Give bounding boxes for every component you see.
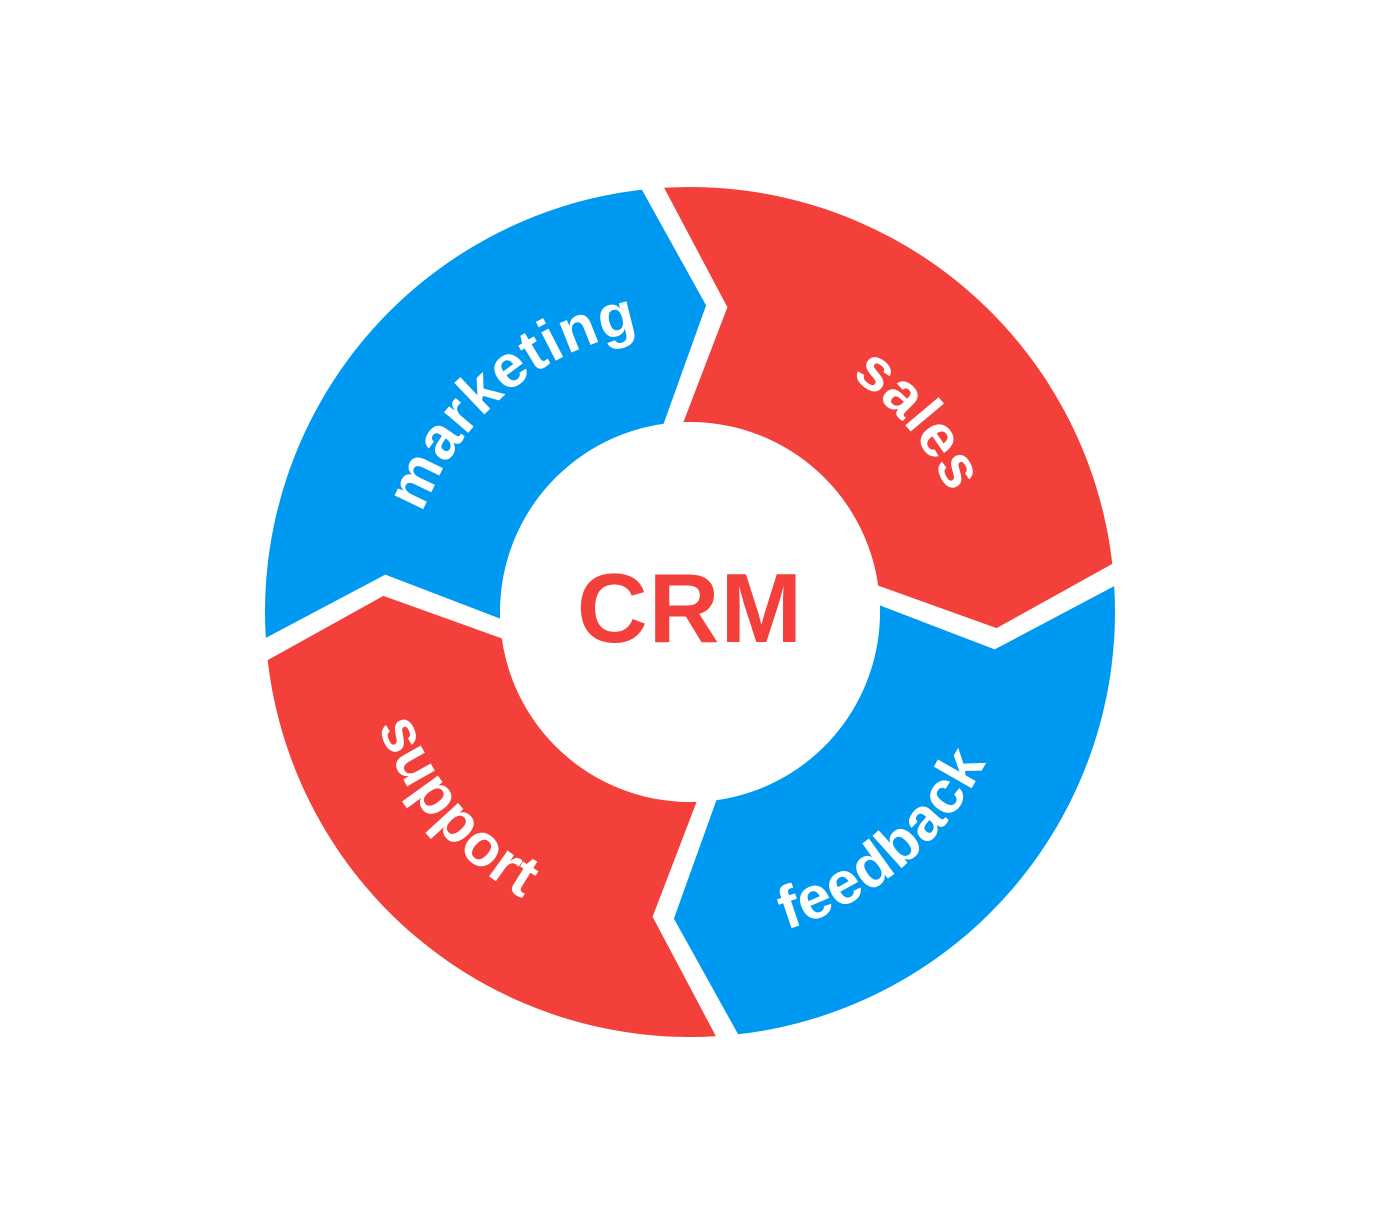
segment-arrow-marketing (265, 189, 707, 638)
center-label: CRM (576, 553, 804, 664)
segment-arrow-feedback (673, 586, 1115, 1035)
segment-arrow-support (267, 595, 716, 1037)
segment-arrow-sales (664, 187, 1113, 629)
